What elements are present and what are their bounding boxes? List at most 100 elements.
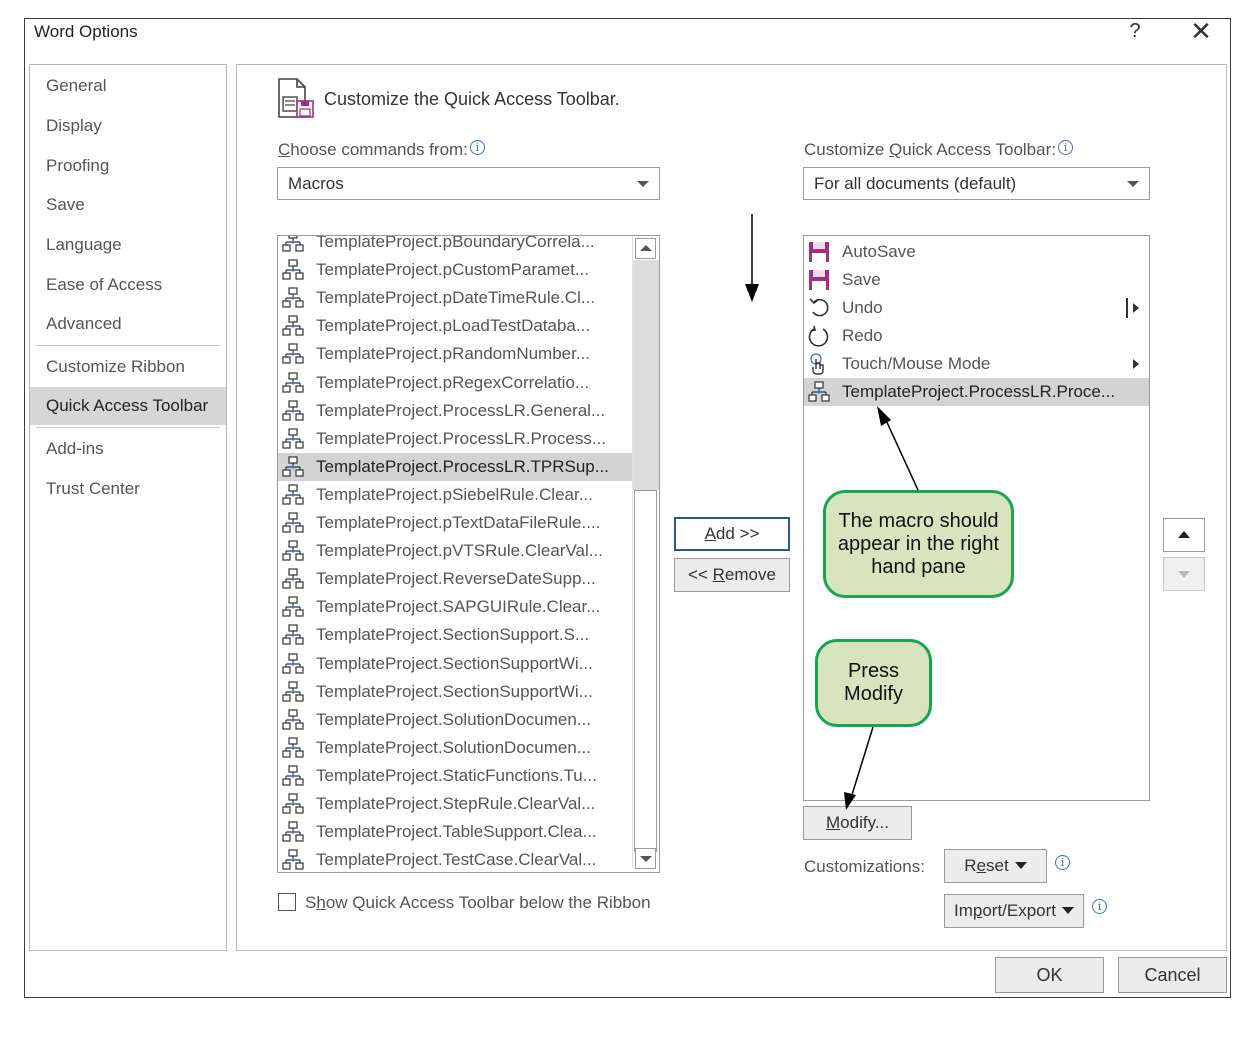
list-item[interactable]: TemplateProject.StepRule.ClearVal...: [278, 790, 632, 818]
scroll-up-arrow[interactable]: [635, 238, 656, 259]
list-item[interactable]: TemplateProject.pBoundaryCorrela...: [278, 236, 632, 256]
submenu-arrow-icon[interactable]: [1133, 303, 1139, 313]
macro-icon: [282, 765, 304, 786]
list-item[interactable]: TemplateProject.pCustomParamet...: [278, 256, 632, 284]
chevron-down-icon: [1014, 862, 1027, 869]
info-icon[interactable]: i: [1055, 855, 1070, 870]
list-item[interactable]: TemplateProject.StaticFunctions.Tu...: [278, 762, 632, 790]
list-item[interactable]: TemplateProject.ProcessLR.Process...: [278, 425, 632, 453]
list-item[interactable]: TemplateProject.ReverseDateSupp...: [278, 565, 632, 593]
list-item[interactable]: TemplateProject.pLoadTestDataba...: [278, 312, 632, 340]
nav-item-proofing[interactable]: Proofing: [46, 156, 110, 175]
list-item[interactable]: TemplateProject.SolutionDocumen...: [278, 734, 632, 762]
submenu-arrow-icon[interactable]: [1133, 359, 1139, 369]
macro-icon: [282, 793, 304, 814]
nav-item-display[interactable]: Display: [46, 116, 102, 135]
nav-divider: [36, 427, 220, 428]
add-button[interactable]: Add >>: [674, 517, 790, 551]
macro-icon: [282, 737, 304, 758]
macro-icon: [282, 236, 304, 252]
list-item[interactable]: Touch/Mouse Mode: [804, 350, 1149, 378]
nav-item-customize-ribbon[interactable]: Customize Ribbon: [46, 357, 185, 376]
close-button[interactable]: ✕: [1190, 16, 1212, 46]
ok-button[interactable]: OK: [995, 957, 1104, 993]
customizations-label: Customizations:: [804, 857, 925, 876]
quick-access-toolbar-icon: [278, 78, 314, 118]
info-icon[interactable]: i: [1092, 899, 1107, 914]
nav-item-language[interactable]: Language: [46, 235, 122, 254]
reset-button[interactable]: Reset: [944, 849, 1047, 883]
save-icon: [809, 270, 829, 290]
macro-icon: [282, 680, 304, 702]
show-below-ribbon-checkbox[interactable]: [278, 893, 296, 911]
customize-qat-value: For all documents (default): [814, 174, 1017, 193]
list-item[interactable]: Undo: [804, 294, 1149, 322]
list-item[interactable]: TemplateProject.SectionSupport.S...: [278, 621, 632, 649]
commands-list[interactable]: TemplateProject.pBoundaryCorrela...Templ…: [277, 235, 660, 873]
nav-item-quick-access-toolbar[interactable]: Quick Access Toolbar: [30, 387, 226, 425]
list-item[interactable]: TemplateProject.ProcessLR.TPRSup...: [278, 452, 632, 481]
macro-icon: [282, 259, 304, 280]
nav-divider: [36, 345, 220, 346]
list-item[interactable]: TemplateProject.TestCase.ClearVal...: [278, 846, 632, 872]
autosave-icon: [809, 242, 829, 262]
macro-icon: [282, 371, 304, 393]
list-item[interactable]: TemplateProject.pVTSRule.ClearVal...: [278, 537, 632, 565]
list-item[interactable]: TemplateProject.pRegexCorrelatio...: [278, 369, 632, 397]
undo-icon: [809, 298, 829, 317]
macro-icon: [282, 709, 304, 730]
list-item[interactable]: TemplateProject.ProcessLR.Proce...: [804, 378, 1149, 406]
macro-icon: [282, 849, 304, 870]
move-down-button[interactable]: [1163, 557, 1205, 591]
qat-panel: Customize the Quick Access Toolbar. Choo…: [236, 64, 1227, 951]
macro-icon: [282, 821, 304, 842]
list-item[interactable]: TemplateProject.pTextDataFileRule....: [278, 509, 632, 537]
modify-button[interactable]: Modify...: [803, 806, 912, 840]
choose-commands-label: Choose commands from:i: [278, 140, 485, 160]
choose-commands-dropdown[interactable]: Macros: [277, 167, 660, 200]
list-item[interactable]: TemplateProject.ProcessLR.General...: [278, 397, 632, 425]
macro-icon: [282, 399, 304, 421]
cancel-button[interactable]: Cancel: [1118, 957, 1227, 993]
nav-item-ease-of-access[interactable]: Ease of Access: [46, 275, 163, 294]
list-item[interactable]: TemplateProject.SectionSupportWi...: [278, 678, 632, 706]
list-item[interactable]: TemplateProject.SolutionDocumen...: [278, 706, 632, 734]
nav-item-save[interactable]: Save: [46, 195, 85, 214]
commands-scrollbar[interactable]: [632, 236, 659, 869]
macro-pane-callout: The macro should appear in the right han…: [823, 490, 1014, 598]
macro-icon: [282, 568, 304, 589]
nav-item-advanced[interactable]: Advanced: [46, 314, 122, 333]
list-item[interactable]: TemplateProject.pDateTimeRule.Cl...: [278, 284, 632, 312]
list-item[interactable]: TemplateProject.pRandomNumber...: [278, 340, 632, 368]
macro-icon: [282, 540, 304, 561]
scroll-thumb[interactable]: [634, 490, 657, 852]
macro-icon: [282, 652, 304, 674]
move-up-button[interactable]: [1163, 518, 1205, 552]
macro-icon: [282, 512, 304, 533]
list-item[interactable]: TemplateProject.pSiebelRule.Clear...: [278, 481, 632, 509]
info-icon[interactable]: i: [469, 140, 485, 155]
customize-qat-dropdown[interactable]: For all documents (default): [803, 167, 1150, 200]
choose-commands-value: Macros: [288, 174, 344, 193]
scroll-down-arrow[interactable]: [635, 848, 656, 869]
nav-item-general[interactable]: General: [46, 76, 107, 95]
list-item[interactable]: AutoSave: [804, 238, 1149, 266]
macro-icon: [282, 287, 304, 308]
nav-item-trust-center[interactable]: Trust Center: [46, 479, 140, 498]
list-item[interactable]: Redo: [804, 322, 1149, 350]
macro-icon: [282, 624, 304, 645]
options-nav: General Display Proofing Save Language E…: [29, 64, 227, 951]
nav-item-add-ins[interactable]: Add-ins: [46, 439, 104, 458]
remove-button[interactable]: << Remove: [674, 558, 790, 592]
list-item[interactable]: TemplateProject.TableSupport.Clea...: [278, 818, 632, 846]
help-button[interactable]: ?: [1129, 20, 1141, 42]
show-below-ribbon-label[interactable]: Show Quick Access Toolbar below the Ribb…: [305, 893, 651, 912]
list-item[interactable]: TemplateProject.SAPGUIRule.Clear...: [278, 593, 632, 621]
list-item[interactable]: TemplateProject.SectionSupportWi...: [278, 650, 632, 678]
info-icon[interactable]: i: [1057, 140, 1073, 155]
press-modify-callout: Press Modify: [815, 639, 932, 727]
import-export-button[interactable]: Import/Export: [944, 894, 1084, 928]
list-item[interactable]: Save: [804, 266, 1149, 294]
scroll-track[interactable]: [633, 260, 659, 490]
dialog-title: Word Options: [34, 22, 138, 41]
